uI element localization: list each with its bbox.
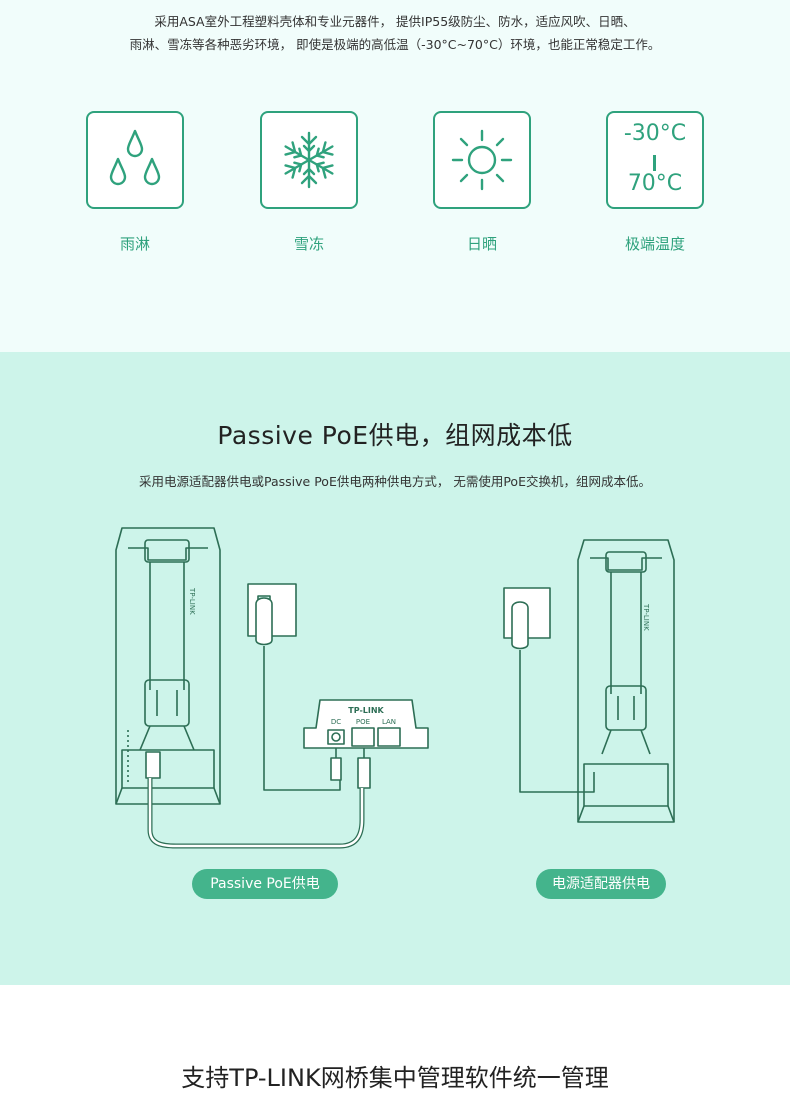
- injector-port-poe: POE: [356, 718, 370, 726]
- temperature-feature-box: -30°C 70°C: [606, 111, 704, 209]
- poe-title: Passive PoE供电，组网成本低: [217, 421, 573, 450]
- temperature-high: -30°C: [623, 121, 687, 146]
- ethernet-cable: [145, 751, 365, 849]
- sun-feature-label: 日晒: [466, 235, 497, 253]
- right-cpe-device: [577, 539, 675, 823]
- left-cpe-device: [115, 527, 221, 805]
- snow-feature-label: 雪冻: [293, 235, 324, 253]
- sun-icon: [451, 129, 513, 191]
- snow-feature-box: [260, 111, 358, 209]
- left-wall-outlet: [247, 583, 341, 791]
- intro-line-1: 采用ASA室外工程塑料壳体和专业元器件， 提供IP55级防尘、防水，适应风吹、日…: [154, 14, 636, 29]
- poe-diagram: TP-LINK TP-LINK: [115, 527, 675, 849]
- temperature-divider: [653, 155, 656, 171]
- snowflake-icon: [280, 131, 338, 189]
- weatherproof-intro: 采用ASA室外工程塑料壳体和专业元器件， 提供IP55级防尘、防水，适应风吹、日…: [0, 10, 790, 56]
- rain-feature-box: [86, 111, 184, 209]
- raindrops-icon: [109, 129, 161, 186]
- injector-port-lan: LAN: [382, 718, 396, 726]
- injector-brand: TP-LINK: [348, 706, 384, 715]
- injector-port-dc: DC: [331, 718, 341, 726]
- poe-injector: [303, 699, 429, 789]
- temperature-low: 70°C: [627, 171, 683, 196]
- intro-line-2: 雨淋、雪冻等各种恶劣环境， 即使是极端的高低温（-30°C~70°C）环境，也能…: [129, 37, 661, 52]
- rain-feature-label: 雨淋: [119, 235, 150, 253]
- passive-poe-label: Passive PoE供电: [192, 869, 338, 899]
- poe-subtitle: 采用电源适配器供电或Passive PoE供电两种供电方式， 无需使用PoE交换…: [139, 474, 651, 489]
- power-adapter-label: 电源适配器供电: [536, 869, 666, 899]
- temperature-feature-label: 极端温度: [624, 235, 685, 253]
- sun-feature-box: [433, 111, 531, 209]
- right-wall-outlet: [503, 587, 595, 793]
- left-device-brand: TP-LINK: [188, 587, 196, 615]
- management-title: 支持TP-LINK网桥集中管理软件统一管理: [181, 1064, 609, 1092]
- right-device-brand: TP-LINK: [642, 603, 650, 631]
